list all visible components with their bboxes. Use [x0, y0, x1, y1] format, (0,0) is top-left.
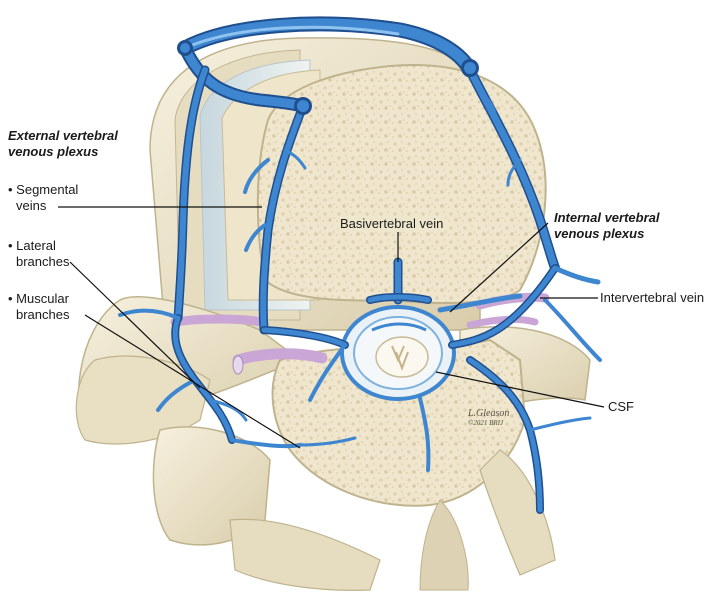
lateral-branches-label-line2: branches [16, 254, 70, 269]
external-plexus-heading-line2: venous plexus [8, 144, 99, 159]
external-plexus-heading: External vertebral venous plexus [8, 128, 118, 160]
leader-lines [58, 206, 605, 449]
internal-plexus-heading-line1: Internal vertebral [554, 210, 660, 225]
internal-plexus-heading: Internal vertebral venous plexus [554, 210, 660, 242]
basivertebral-vein-label: Basivertebral vein [338, 216, 446, 232]
artist-signature: L.Gleason ©2021 BRIJ [468, 408, 509, 427]
csf-label: CSF [608, 399, 634, 414]
copyright-text: ©2021 BRIJ [468, 419, 504, 427]
muscular-branches-label-line2: branches [16, 307, 70, 322]
lateral-branches-label: • Lateral branches [8, 238, 69, 270]
intervertebral-vein-label: Intervertebral vein [600, 290, 705, 305]
spinal-canal [340, 305, 456, 401]
segmental-veins-label-line1: • Segmental [8, 182, 79, 197]
external-plexus-heading-line1: External vertebral [8, 128, 118, 143]
internal-plexus-heading-line2: venous plexus [554, 226, 645, 241]
muscular-branches-label-line1: • Muscular [8, 291, 69, 306]
muscular-branches-label: • Muscular branches [8, 291, 69, 323]
vein-network [118, 16, 602, 514]
lateral-branches-label-line1: • Lateral [8, 238, 56, 253]
segmental-veins-label: • Segmental veins [8, 182, 78, 214]
vein-cut-ends [177, 40, 479, 115]
posterior-elements [75, 296, 591, 591]
segmental-veins-label-line2: veins [16, 198, 47, 213]
artist-name: L.Gleason [468, 408, 510, 419]
